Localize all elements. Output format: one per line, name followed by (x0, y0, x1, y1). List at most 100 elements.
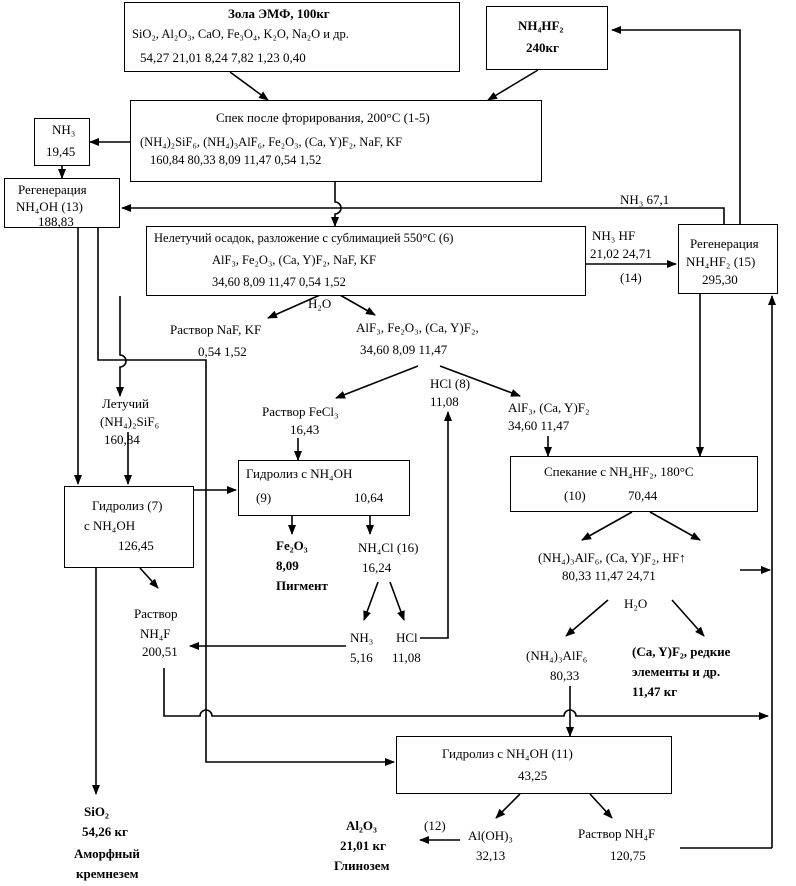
alf3cay-label: AlF₃, (Ca, Y)F₂ (508, 400, 590, 415)
nelet-values: 34,60 8,09 11,47 0,54 1,52 (212, 275, 346, 289)
arrow-zola-spek (229, 71, 269, 101)
arrow-mix2-cayrare (671, 599, 705, 637)
spekanie10-value: 70,44 (628, 488, 658, 503)
hydro11-value: 43,25 (518, 768, 548, 783)
spek-title: Спек после фторирования, 200°C (1-5) (216, 110, 430, 125)
flow14-step: (14) (620, 270, 642, 285)
hydro9-value: 10,64 (354, 490, 384, 505)
arrow-nelet-mix (339, 294, 376, 316)
box-regen15 (678, 224, 778, 294)
arrow-hcl-hcl8 (420, 411, 452, 639)
al2o3-value: 21,01 кг (340, 838, 386, 853)
al2o3-label: Глинозем (334, 858, 390, 873)
nh4cl-value: 16,24 (362, 560, 392, 575)
regen13-formula: NH₄OH (13) (16, 199, 83, 214)
cayrare-line1: (Ca, Y)F₂, редкие (632, 644, 731, 659)
nh3-67-label: NH₃ 67,1 (620, 192, 670, 207)
arrow-nh4hf2-spek (487, 69, 539, 101)
al2o3-formula: Al₂O₃ (346, 818, 377, 833)
pigment-label: Пигмент (276, 578, 328, 593)
nh3-516-value: 5,16 (350, 650, 373, 665)
aloh3-value: 32,13 (476, 848, 506, 863)
pigment-value: 8,09 (276, 558, 299, 573)
spek-components: (NH₄)₂SiF₆, (NH₄)₃AlF₆, Fe₂O₃, (Ca, Y)F₂… (140, 135, 403, 149)
hcl8-value: 11,08 (430, 394, 459, 409)
box-nelet (146, 226, 586, 296)
regen13-title: Регенерация (18, 182, 87, 197)
nelet-components: AlF₃, Fe₂O₃, (Ca, Y)F₂, NaF, KF (212, 253, 376, 267)
hydro9-step: (9) (256, 490, 272, 505)
pigment-formula: Fe₂O₃ (276, 538, 308, 553)
box-regen13 (4, 178, 120, 228)
box-nh3 (34, 118, 90, 166)
hcl8-label: HCl (8) (430, 376, 471, 391)
mix2-values: 80,33 11,47 24,71 (562, 568, 656, 583)
zola-components: SiO₂, Al₂O₃, CaO, Fe₃O₄, K₂O, Na₂O и др. (132, 27, 349, 41)
alf3cay-values: 34,60 11,47 (508, 418, 570, 433)
flow14-line2: 21,02 24,71 (590, 246, 652, 261)
sio2-value: 54,26 кг (82, 824, 128, 839)
nh3-formula: NH₃ (52, 122, 76, 137)
nh4alf6-value: 80,33 (550, 668, 580, 683)
nh4f1-formula: NH₄F (140, 626, 171, 641)
nh3-value: 19,45 (46, 144, 76, 159)
regen15-formula: NH₄HF₂ (15) (686, 254, 756, 269)
nh4f1-label: Раствор (134, 606, 178, 621)
arrow-hydro11-aloh3 (495, 793, 521, 819)
cayrare-line3: 11,47 кг (632, 684, 678, 699)
arrow-nh3-regen13-return (121, 204, 725, 228)
sio2-line4: кремнезем (76, 866, 139, 881)
step-12: (12) (424, 818, 446, 833)
arrow-nelet-nafkf (267, 294, 321, 319)
nh3-516-formula: NH₃ (350, 630, 374, 645)
arrow-regen15-nh4hf2 (611, 26, 741, 224)
hydro9-title: Гидролиз с NH₄OH (246, 466, 353, 481)
regen15-title: Регенерация (690, 236, 759, 251)
nelet-title: Нелетучий осадок, разложение с сублимаци… (154, 231, 454, 245)
hydro7-formula: с NH₄OH (84, 518, 136, 533)
nh4f2-value: 120,75 (610, 848, 646, 863)
nh4hf2-formula: NH₄HF₂ (518, 18, 564, 33)
box-nh4hf2-input (486, 6, 608, 70)
spek-values: 160,84 80,33 8,09 11,47 0,54 1,52 (150, 153, 322, 167)
arrow-mix-fecl3 (335, 365, 419, 399)
arrow-spekanie10-nh4alf6 (581, 511, 633, 541)
spekanie10-step: (10) (564, 488, 586, 503)
letuchiy-formula: (NH₄)₂SiF₆ (100, 414, 160, 429)
arrow-nh4f-right (163, 668, 769, 720)
arrow-nh4cl-nh3 (363, 581, 379, 621)
nh4f1-value: 200,51 (142, 644, 178, 659)
nafkf-label: Раствор NaF, KF (170, 322, 262, 337)
arrow-nh4cl-hcl (389, 581, 405, 621)
hcl-1108-formula: HCl (396, 630, 418, 645)
spekanie10-title: Спекание с NH₄HF₂, 180°C (544, 464, 694, 479)
arrow-regen13-hydro11 (97, 228, 395, 766)
mix1-components: AlF₃, Fe₂O₃, (Ca, Y)F₂, (356, 320, 479, 335)
arrow-mix2-nh4alf6 (565, 599, 609, 637)
hydro11-title: Гидролиз с NH₄OH (11) (442, 746, 573, 761)
fecl3-label: Раствор FeCl₃ (262, 404, 339, 419)
box-zola (124, 2, 460, 72)
arrow-spekanie10-cay (649, 511, 701, 541)
hydro7-value: 126,45 (118, 538, 154, 553)
arrow-hydro11-nh4f2 (589, 793, 613, 819)
h2o-label-2: H₂O (624, 596, 648, 611)
letuchiy-label: Летучий (102, 396, 149, 411)
regen13-value: 188,83 (38, 214, 74, 229)
box-spekanie10 (510, 456, 758, 512)
nh4hf2-amount: 240кг (526, 40, 559, 55)
mix2-components: (NH₄)₃AlF₆, (Ca, Y)F₂, HF↑ (538, 550, 686, 565)
box-spek (130, 100, 542, 182)
mix1-values: 34,60 8,09 11,47 (360, 342, 448, 357)
fecl3-value: 16,43 (290, 422, 320, 437)
nh4cl-label: NH₄Cl (16) (358, 540, 419, 555)
box-hydro9 (238, 460, 410, 516)
sio2-line3: Аморфный (74, 846, 140, 861)
letuchiy-value: 160,84 (104, 432, 140, 447)
sio2-formula: SiO₂ (84, 804, 109, 819)
nh4alf6-formula: (NH₄)₃AlF₆ (526, 648, 588, 663)
h2o-label-1: H₂O (308, 296, 332, 311)
aloh3-formula: Al(OH)₃ (468, 828, 513, 843)
